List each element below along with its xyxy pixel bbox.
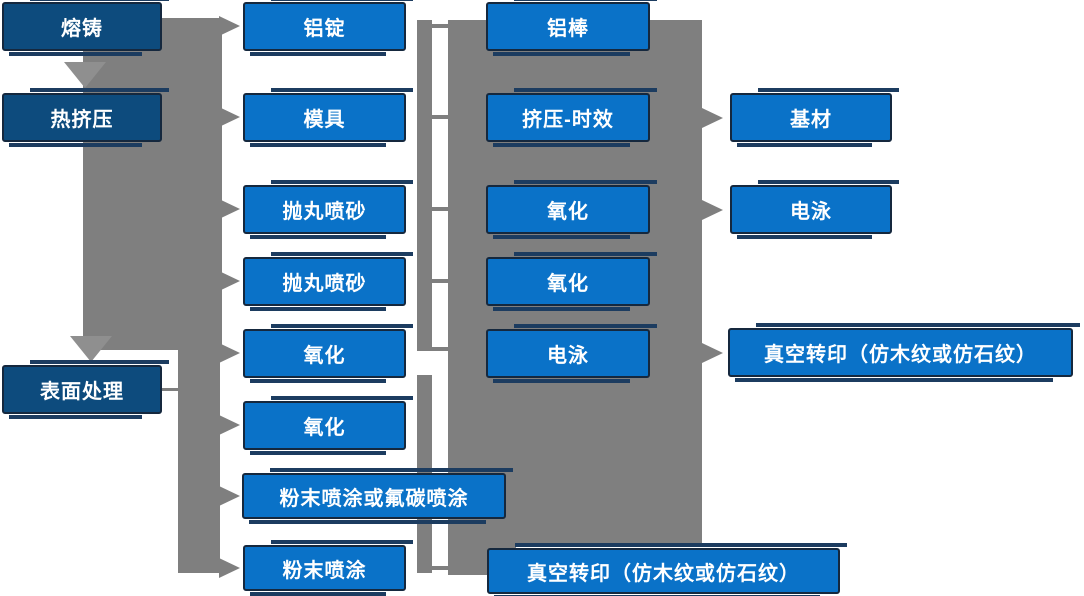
node-label: 表面处理 [40, 381, 124, 403]
node-label: 基材 [790, 109, 832, 131]
node-muju: 模具 [243, 88, 413, 147]
node-dianyong-1: 电泳 [486, 324, 657, 383]
link-middle-row2 [430, 115, 448, 119]
node-label: 模具 [303, 109, 346, 131]
node-label: 熔铸 [61, 18, 103, 40]
node-zhenkong-right: 真空转印（仿木纹或仿石纹） [728, 323, 1080, 382]
node-lvding: 铝锭 [243, 0, 413, 56]
node-label: 挤压-时效 [522, 109, 614, 131]
node-label: 氧化 [547, 273, 589, 295]
arrow-to-vacuum-transfer [702, 343, 723, 363]
node-rongzhu: 熔铸 [2, 0, 169, 56]
node-yanghua-1: 氧化 [243, 324, 413, 383]
arrow-to-shot-blasting-1 [219, 199, 240, 219]
arrow-to-base-material [702, 108, 723, 128]
node-label: 铝锭 [303, 18, 346, 40]
node-label: 氧化 [303, 345, 346, 367]
arrow-to-mold [219, 107, 240, 127]
node-jiya-shixiao: 挤压-时效 [486, 88, 657, 147]
node-label: 粉末喷涂或氟碳喷涂 [279, 487, 469, 510]
link-middle-row4 [430, 279, 448, 283]
node-paowan-pensha-1: 抛丸喷砂 [243, 180, 413, 239]
node-zhenkong-bottom: 真空转印（仿木纹或仿石纹） [487, 543, 847, 596]
node-label: 氧化 [303, 417, 346, 439]
link-surface-treatment [162, 388, 178, 391]
node-label: 真空转印（仿木纹或仿石纹） [527, 562, 800, 585]
node-yanghua-4: 氧化 [486, 252, 657, 311]
node-fenmo-pentu: 粉末喷涂 [243, 540, 413, 596]
node-label: 氧化 [547, 201, 589, 223]
node-yanghua-3: 氧化 [486, 180, 657, 239]
arrow-down-to-surface-treatment [70, 336, 112, 362]
arrow-down-to-hot-extrusion [64, 62, 106, 88]
connector-bar-middle-upper [417, 20, 432, 351]
node-label: 抛丸喷砂 [282, 201, 367, 223]
arrow-to-shot-blasting-2 [219, 271, 240, 291]
arrow-to-electrophoresis [702, 200, 723, 220]
link-middle-row5 [430, 347, 448, 351]
node-label: 粉末喷涂 [282, 559, 367, 582]
node-label: 铝棒 [547, 18, 589, 40]
link-middle-row3 [430, 207, 448, 211]
connector-band-left-main [83, 18, 222, 350]
node-paowan-pensha-2: 抛丸喷砂 [243, 252, 413, 311]
arrow-to-aluminum-ingot [219, 16, 240, 36]
node-biaomianchuli: 表面处理 [2, 360, 169, 419]
arrow-to-oxidation-1 [219, 343, 240, 363]
arrow-to-oxidation-2 [219, 415, 240, 435]
node-rejiya: 热挤压 [2, 88, 169, 147]
node-yanghua-2: 氧化 [243, 396, 413, 455]
node-label: 热挤压 [50, 109, 114, 131]
link-middle-row8 [430, 566, 448, 570]
node-fenmo-futan: 粉末喷涂或氟碳喷涂 [242, 468, 513, 524]
arrow-to-powder-fluoro [219, 486, 240, 506]
node-lvbang: 铝棒 [486, 0, 657, 56]
node-label: 电泳 [547, 345, 589, 367]
node-dianyong-2: 电泳 [730, 180, 899, 239]
node-jicai: 基材 [730, 88, 899, 147]
link-middle-row1 [430, 24, 448, 28]
arrow-to-powder-coating [219, 558, 240, 578]
node-label: 抛丸喷砂 [282, 273, 367, 295]
node-label: 电泳 [790, 201, 832, 223]
connector-band-left-lower [178, 349, 220, 573]
node-label: 真空转印（仿木纹或仿石纹） [764, 344, 1037, 366]
